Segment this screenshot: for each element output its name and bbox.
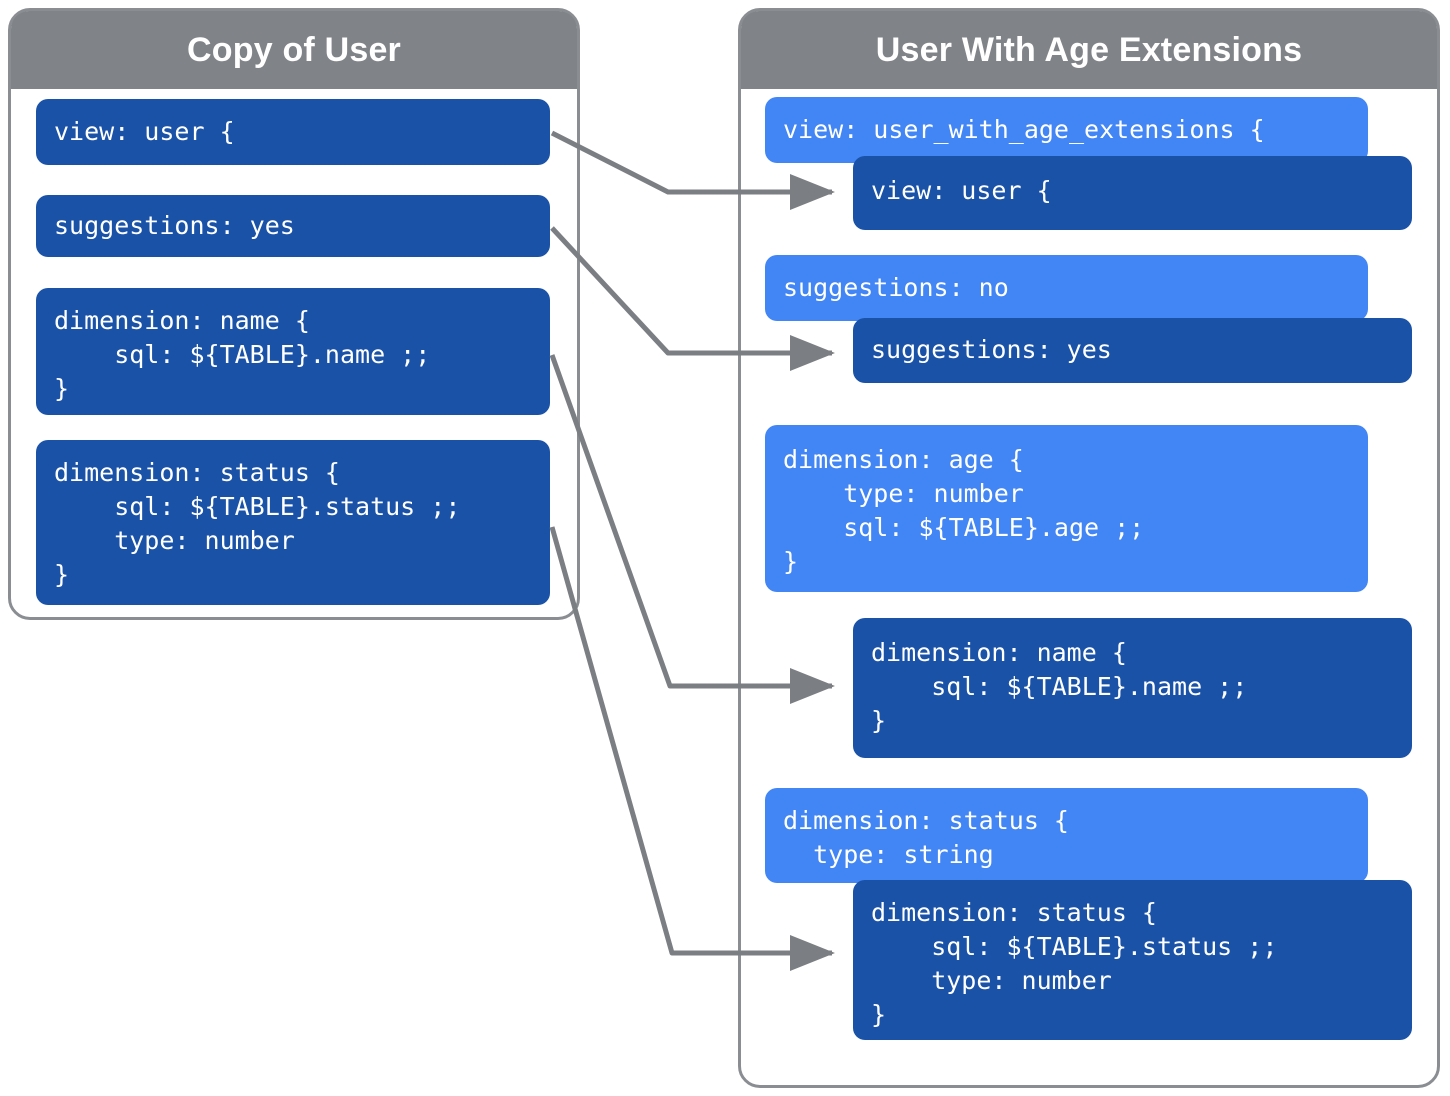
- left-block-dimension-status: dimension: status { sql: ${TABLE}.status…: [36, 440, 550, 605]
- right-block-suggestions-yes: suggestions: yes: [853, 318, 1412, 383]
- left-block-suggestions: suggestions: yes: [36, 195, 550, 257]
- right-block-view-user: view: user {: [853, 156, 1412, 230]
- right-block-suggestions-no: suggestions: no: [765, 255, 1368, 321]
- panel-left-title: Copy of User: [187, 30, 401, 69]
- right-block-dimension-status-base: dimension: status { sql: ${TABLE}.status…: [853, 880, 1412, 1040]
- left-block-dimension-name: dimension: name { sql: ${TABLE}.name ;; …: [36, 288, 550, 415]
- right-block-dimension-name: dimension: name { sql: ${TABLE}.name ;; …: [853, 618, 1412, 758]
- right-block-dimension-status-override: dimension: status { type: string: [765, 788, 1368, 883]
- panel-right-header: User With Age Extensions: [741, 11, 1437, 89]
- left-block-view: view: user {: [36, 99, 550, 165]
- panel-right-title: User With Age Extensions: [875, 30, 1303, 69]
- panel-left-header: Copy of User: [11, 11, 577, 89]
- right-block-dimension-age: dimension: age { type: number sql: ${TAB…: [765, 425, 1368, 592]
- right-block-view-extension: view: user_with_age_extensions {: [765, 97, 1368, 163]
